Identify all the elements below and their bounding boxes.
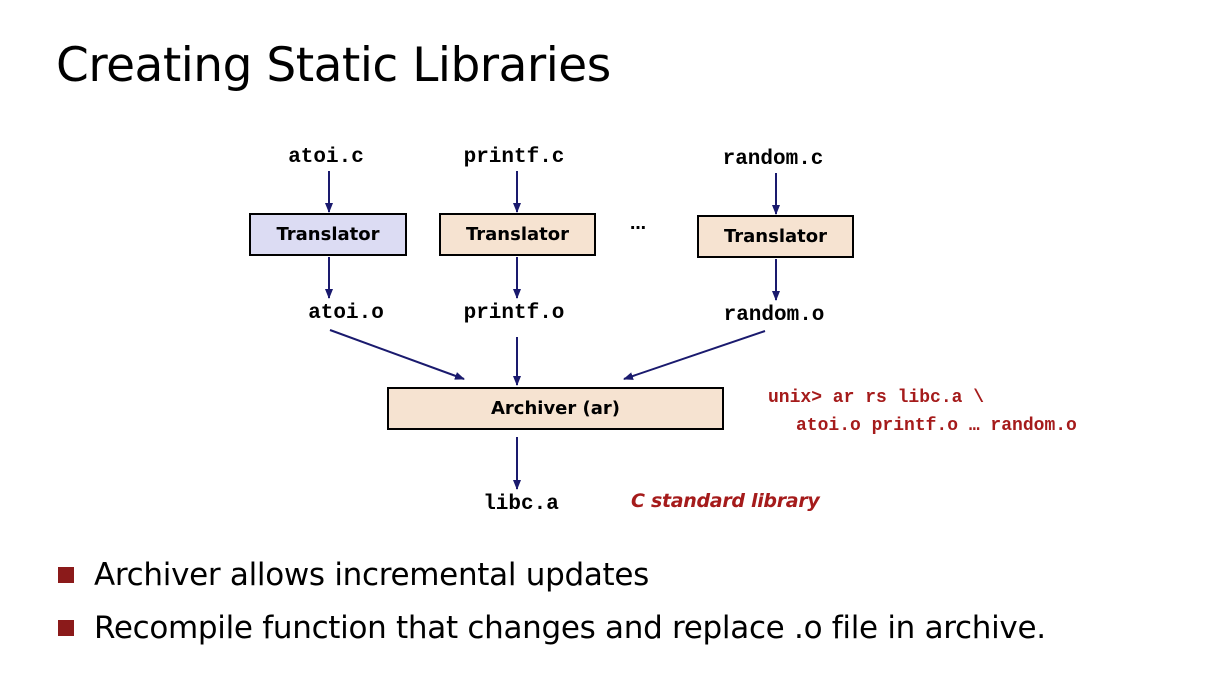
slide-title: Creating Static Libraries bbox=[56, 38, 611, 93]
output-libc-a: libc.a bbox=[483, 493, 559, 516]
archiver-box: Archiver (ar) bbox=[387, 387, 724, 430]
arrow-atoi-o-to-archiver bbox=[329, 329, 465, 380]
source-random-c: random.c bbox=[722, 148, 824, 171]
object-random-o: random.o bbox=[723, 304, 825, 327]
output-caption: C standard library bbox=[631, 490, 820, 512]
source-printf-c: printf.c bbox=[463, 146, 565, 169]
arrow-random-o-to-archiver bbox=[623, 330, 766, 380]
translator-box-random: Translator bbox=[697, 215, 854, 258]
bullet-item: Recompile function that changes and repl… bbox=[58, 610, 1046, 646]
bullet-square-icon bbox=[58, 567, 74, 583]
source-atoi-c: atoi.c bbox=[288, 146, 364, 169]
object-printf-o: printf.o bbox=[463, 302, 565, 325]
translator-box-printf: Translator bbox=[439, 213, 596, 256]
translator-box-atoi: Translator bbox=[249, 213, 407, 256]
command-line-1: unix> ar rs libc.a \ bbox=[768, 388, 985, 408]
bullet-item: Archiver allows incremental updates bbox=[58, 557, 649, 593]
ellipsis-more-translators: … bbox=[630, 214, 646, 233]
object-atoi-o: atoi.o bbox=[308, 302, 384, 325]
bullet-text: Archiver allows incremental updates bbox=[94, 557, 649, 593]
command-line-2: atoi.o printf.o … random.o bbox=[796, 416, 1077, 436]
bullet-square-icon bbox=[58, 620, 74, 636]
bullet-text: Recompile function that changes and repl… bbox=[94, 610, 1046, 646]
